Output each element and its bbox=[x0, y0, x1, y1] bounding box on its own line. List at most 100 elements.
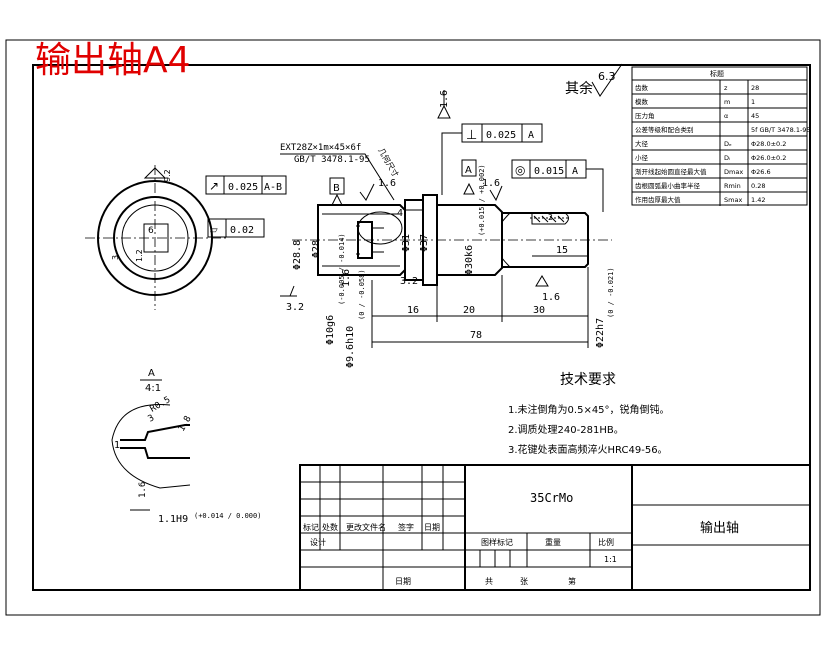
detail-label: A bbox=[148, 368, 155, 379]
runout-value: 0.025 bbox=[228, 182, 258, 193]
tech-req-item-1: 1.未注倒角为0.5×45°，锐角倒钝。 bbox=[508, 403, 670, 416]
roughness-right-bottom: 1.6 bbox=[542, 292, 560, 303]
length-dims: 4 16 20 30 78 15 2 bbox=[371, 208, 589, 348]
tb-h-sign: 签字 bbox=[398, 522, 414, 532]
dim-circle-6: 6 bbox=[148, 226, 154, 236]
dim-d9-6h10-tol: (0 / -0.058) bbox=[358, 269, 366, 320]
param-name: 压力角 bbox=[635, 111, 655, 120]
detail-16: 1.6 bbox=[138, 482, 148, 498]
dim-len78: 78 bbox=[470, 330, 482, 341]
tb-material: 35CrMo bbox=[530, 491, 573, 505]
param-sym: Dmax bbox=[724, 168, 743, 176]
dim-len15-key: 15 bbox=[556, 245, 568, 256]
param-val: 1 bbox=[751, 98, 755, 106]
detail-18: 1.8 bbox=[177, 414, 194, 433]
detail-1: 1 bbox=[114, 440, 120, 451]
dim-circle-1-2: 1.2 bbox=[135, 249, 144, 262]
dim-key-depth: 2 bbox=[548, 213, 553, 222]
dim-len20: 20 bbox=[463, 305, 475, 316]
tb-scale: 1:1 bbox=[604, 555, 617, 564]
dim-d10g6: Φ10g6 bbox=[325, 315, 336, 345]
dim-circle-9-2: 9.2 bbox=[163, 169, 172, 182]
circularity-frame: ◎ 0.015 A bbox=[511, 159, 604, 212]
datum-b: B bbox=[333, 183, 340, 194]
tb-weight: 重量 bbox=[545, 537, 561, 547]
param-sym: Dₑ bbox=[724, 140, 732, 148]
dim-d-spline: Φ28.8 bbox=[292, 240, 303, 270]
flatness-tolerance-frame: ▱ 0.02 bbox=[207, 218, 265, 238]
param-val: 28 bbox=[751, 84, 759, 92]
param-name: 小径 bbox=[635, 153, 649, 162]
tb-h-count: 处数 bbox=[322, 522, 338, 532]
param-name: 模数 bbox=[635, 97, 649, 106]
perp-datum: A bbox=[528, 130, 534, 141]
dim-len4: 4 bbox=[397, 208, 403, 219]
param-name: 渐开线起始圆直径最大值 bbox=[635, 167, 707, 176]
tech-req-item-2: 2.调质处理240-281HB。 bbox=[508, 424, 624, 436]
tb-h-file: 更改文件名 bbox=[346, 522, 386, 532]
tb-sheet-mid: 张 bbox=[520, 577, 528, 586]
dim-len30: 30 bbox=[533, 305, 545, 316]
datum-a: A bbox=[465, 165, 472, 176]
perp-symbol: ⊥ bbox=[466, 128, 477, 143]
roughness-left-bottom: 3.2 bbox=[286, 302, 304, 313]
param-name: 大径 bbox=[635, 139, 649, 148]
sheet-title: 输出轴A4 bbox=[35, 40, 191, 81]
param-val: 0.28 bbox=[751, 182, 765, 190]
tb-sheet-no: 第 bbox=[568, 576, 576, 586]
perpendicularity-frame: ⊥ 0.025 A bbox=[441, 123, 543, 195]
param-sym: Dᵢ bbox=[724, 154, 730, 162]
param-sym: m bbox=[724, 98, 730, 106]
tb-part-name: 输出轴 bbox=[700, 520, 739, 536]
tb-scale-label: 比例 bbox=[598, 537, 614, 547]
title-block: 35CrMo 输出轴 标记 处数 更改文件名 签字 日期 设计 日期 图样标记 … bbox=[299, 464, 811, 591]
roughness-symbol bbox=[591, 63, 623, 97]
dim-d30k6-tol: (+0.015 / +0.002) bbox=[478, 164, 486, 236]
tb-stage: 图样标记 bbox=[481, 537, 513, 547]
flatness-symbol: ▱ bbox=[210, 225, 218, 236]
roughness-shoulder: 1.6 bbox=[482, 178, 500, 189]
dim-d28: Φ28 bbox=[311, 240, 322, 258]
tb-h-date: 日期 bbox=[424, 523, 440, 532]
spline-note-slant: 几何尺寸 bbox=[376, 146, 401, 179]
dim-circle-3: 3 bbox=[111, 255, 120, 260]
param-val: 1.42 bbox=[751, 196, 765, 204]
dim-d9-6h10: Φ9.6h10 bbox=[345, 326, 356, 368]
param-name: 公差等级和配合类别 bbox=[635, 125, 694, 134]
dim-d22h7: Φ22h7 bbox=[595, 318, 606, 348]
detail-slot-tol: (+0.014 / 0.000) bbox=[194, 512, 261, 520]
outer-frame bbox=[5, 39, 821, 616]
shaft-view bbox=[292, 194, 612, 286]
detail-slot: 1.1H9 bbox=[158, 514, 188, 525]
tech-req-title: 技术要求 bbox=[560, 372, 616, 388]
tech-req-item-3: 3.花键处表面高频淬火HRC49-56。 bbox=[508, 443, 668, 456]
runout-symbol: ↗ bbox=[209, 179, 219, 193]
tb-sheets: 共 bbox=[485, 577, 493, 586]
param-val: Φ26.6 bbox=[751, 168, 771, 176]
detail-scale: 4:1 bbox=[145, 383, 161, 394]
spline-note-line2: GB/T 3478.1-95 bbox=[294, 155, 370, 165]
roughness-note-label: 其余 bbox=[565, 80, 593, 97]
tb-h-mark: 标记 bbox=[303, 522, 319, 532]
perp-value: 0.025 bbox=[486, 130, 516, 141]
roughness-note-value: 6.3 bbox=[598, 70, 616, 83]
param-sym: Smax bbox=[724, 196, 742, 204]
runout-tolerance-frame: ↗ 0.025 A-B bbox=[205, 175, 287, 195]
detail-r05: R0.5 bbox=[149, 395, 173, 415]
param-val: 45 bbox=[751, 112, 759, 120]
param-name: 作用齿厚最大值 bbox=[635, 195, 681, 204]
param-val: Φ28.0±0.2 bbox=[751, 140, 786, 148]
tb-date: 日期 bbox=[395, 577, 411, 586]
param-name: 齿数 bbox=[635, 83, 649, 92]
end-view: 6 1.2 3 9.2 bbox=[85, 165, 226, 310]
dim-d10g6-tol: (-0.005 / -0.014) bbox=[338, 233, 346, 305]
dim-d22h7-tol: (0 / -0.021) bbox=[607, 267, 615, 318]
spline-note-line1: EXT28Z×1m×45×6f bbox=[280, 143, 361, 153]
circ-symbol: ◎ bbox=[515, 163, 525, 177]
param-name: 齿根圆弧最小曲率半径 bbox=[635, 181, 701, 190]
tb-design: 设计 bbox=[310, 537, 326, 547]
param-sym: α bbox=[724, 112, 728, 120]
runout-datum: A-B bbox=[264, 182, 282, 193]
circ-value: 0.015 bbox=[534, 166, 564, 177]
